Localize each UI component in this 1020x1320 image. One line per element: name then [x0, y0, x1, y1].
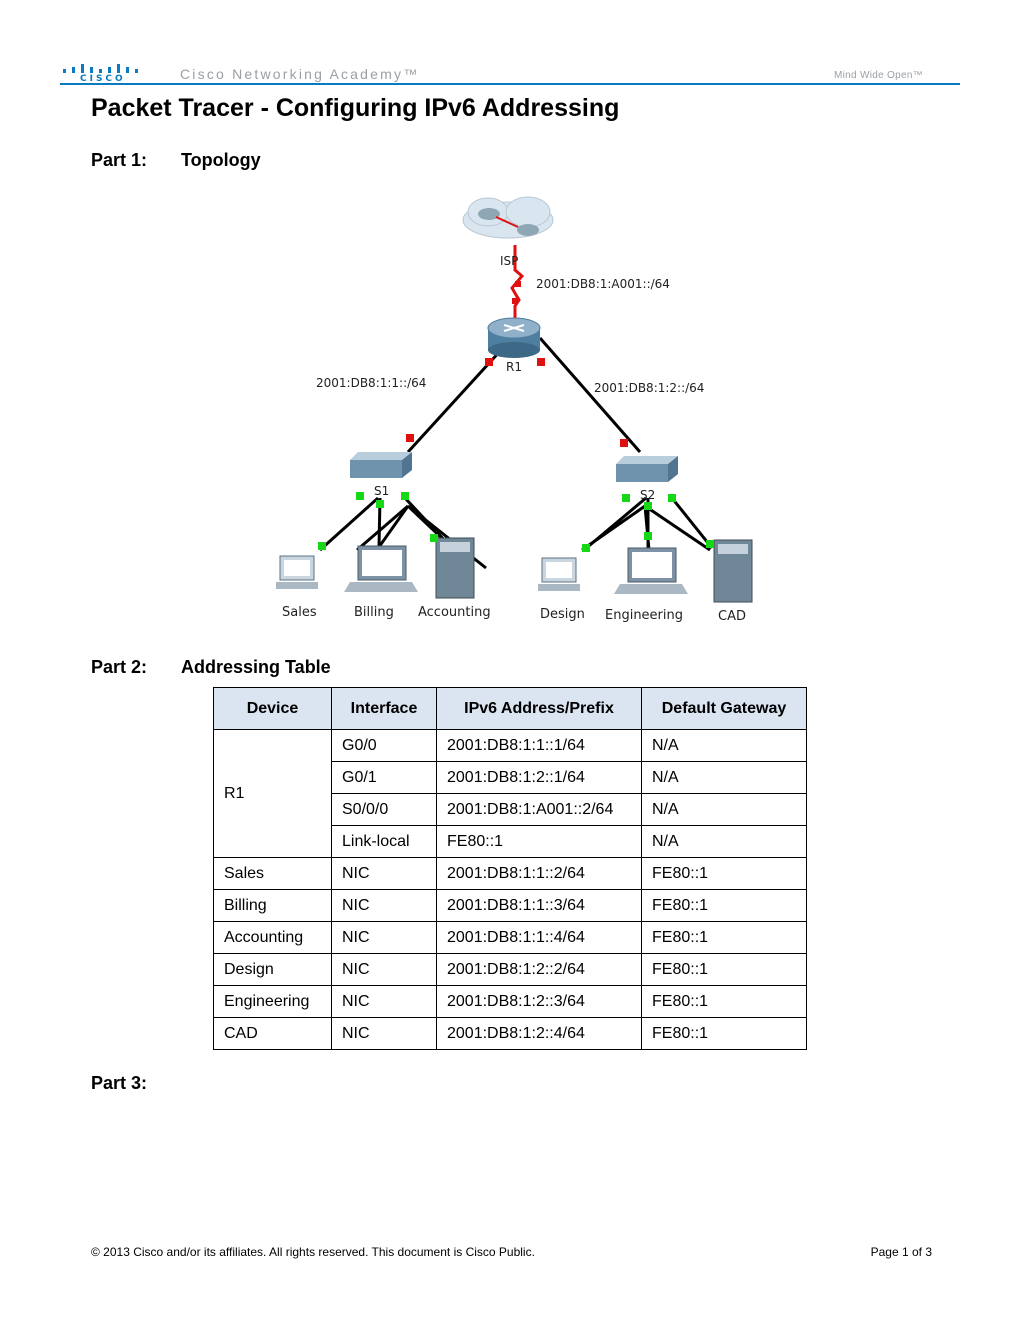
table-row: Link-local FE80::1 N/A [214, 825, 807, 858]
device-cell: Billing [213, 889, 332, 922]
table-row: Billing NIC 2001:DB8:1:1::3/64 FE80::1 [213, 889, 807, 922]
copyright-notice: © 2013 Cisco and/or its affiliates. All … [91, 1245, 535, 1259]
table-row: G0/1 2001:DB8:1:2::1/64 N/A [214, 761, 807, 794]
host-label: CAD [718, 609, 746, 624]
table-row: CAD NIC 2001:DB8:1:2::4/64 FE80::1 [213, 1017, 807, 1050]
table-row: Accounting NIC 2001:DB8:1:1::4/64 FE80::… [213, 921, 807, 954]
device-cell: Accounting [213, 921, 332, 954]
addressing-table: Device Interface IPv6 Address/Prefix Def… [213, 687, 807, 1050]
column-header: Device [213, 687, 332, 730]
part-label: Topology [181, 150, 261, 170]
host-label: Billing [354, 605, 394, 620]
address-cell: 2001:DB8:1:2::1/64 [436, 761, 642, 794]
lan-cables [318, 496, 714, 552]
interface-cell: NIC [331, 921, 437, 954]
interface-cell: NIC [331, 1017, 437, 1050]
pc-sales-icon [276, 555, 318, 589]
table-header-row: Device Interface IPv6 Address/Prefix Def… [213, 687, 807, 730]
switch2-label: S2 [640, 488, 655, 502]
switch-s2-icon [616, 456, 678, 482]
gateway-cell: FE80::1 [641, 857, 807, 890]
gateway-cell: FE80::1 [641, 1017, 807, 1050]
svg-text:CISCO: CISCO [80, 74, 126, 82]
gateway-cell: FE80::1 [641, 953, 807, 986]
interface-cell: Link-local [331, 825, 437, 858]
part-number: Part 2: [91, 657, 148, 677]
address-cell: FE80::1 [436, 825, 642, 858]
switch1-label: S1 [374, 484, 389, 498]
link-down-indicators [406, 281, 628, 447]
address-cell: 2001:DB8:1:2::2/64 [436, 953, 642, 986]
host-label: Engineering [605, 608, 683, 623]
pc-design-icon [538, 557, 580, 591]
host-label: Design [540, 607, 585, 622]
brand-name: Cisco Networking Academy™ [180, 66, 420, 82]
router-r1-icon [487, 317, 541, 358]
gateway-cell: FE80::1 [641, 985, 807, 1018]
device-cell: Engineering [213, 985, 332, 1018]
gateway-cell: N/A [641, 729, 807, 762]
laptop-billing-icon [344, 545, 418, 592]
address-cell: 2001:DB8:1:2::4/64 [436, 1017, 642, 1050]
device-cell: Sales [213, 857, 332, 890]
part-number: Part 1: [91, 150, 148, 170]
address-cell: 2001:DB8:1:1::4/64 [436, 921, 642, 954]
isp-label: ISP [500, 254, 518, 268]
lan2-net-label: 2001:DB8:1:2::/64 [594, 381, 704, 395]
router-label: R1 [506, 360, 522, 374]
cisco-bridge-icon: CISCO [63, 64, 138, 84]
tagline: Mind Wide Open™ [834, 70, 923, 81]
address-cell: 2001:DB8:1:2::3/64 [436, 985, 642, 1018]
gateway-cell: N/A [641, 761, 807, 794]
interface-cell: G0/1 [331, 761, 437, 794]
device-cell: Design [213, 953, 332, 986]
laptop-engineering-icon [614, 547, 688, 594]
address-cell: 2001:DB8:1:1::1/64 [436, 729, 642, 762]
table-row: R1 G0/0 2001:DB8:1:1::1/64 N/A [213, 729, 807, 858]
column-header: Interface [331, 687, 437, 730]
link-up-indicators [318, 492, 714, 552]
page-title: Packet Tracer - Configuring IPv6 Address… [91, 94, 620, 122]
device-cell: R1 [213, 729, 332, 858]
serial-net-label: 2001:DB8:1:A001::/64 [536, 277, 670, 291]
host-label: Accounting [418, 605, 491, 620]
interface-cell: NIC [331, 985, 437, 1018]
table-row: Engineering NIC 2001:DB8:1:2::3/64 FE80:… [213, 985, 807, 1018]
table-row: Design NIC 2001:DB8:1:2::2/64 FE80::1 [213, 953, 807, 986]
host-label: Sales [282, 605, 317, 620]
gateway-cell: FE80::1 [641, 921, 807, 954]
lan1-net-label: 2001:DB8:1:1::/64 [316, 376, 426, 390]
interface-cell: G0/0 [331, 729, 437, 762]
interface-cell: NIC [331, 953, 437, 986]
column-header: IPv6 Address/Prefix [436, 687, 642, 730]
switch-s1-icon [350, 452, 412, 478]
part-2-heading: Part 2: Addressing Table [91, 657, 331, 678]
interface-cell: NIC [331, 889, 437, 922]
column-header: Default Gateway [641, 687, 807, 730]
interface-cell: NIC [331, 857, 437, 890]
part-number: Part 3: [91, 1073, 148, 1093]
address-cell: 2001:DB8:1:1::2/64 [436, 857, 642, 890]
isp-cloud-icon [462, 196, 554, 239]
topology-diagram: ISP 2001:DB8:1:A001::/64 R1 2001:DB8:1:1… [276, 196, 753, 624]
address-cell: 2001:DB8:1:A001::2/64 [436, 793, 642, 826]
part-label: Addressing Table [181, 657, 331, 677]
gateway-cell: N/A [641, 825, 807, 858]
header-rule [60, 83, 960, 85]
device-cell: CAD [213, 1017, 332, 1050]
cisco-logo: CISCO [60, 62, 160, 87]
interface-cell: S0/0/0 [331, 793, 437, 826]
address-cell: 2001:DB8:1:1::3/64 [436, 889, 642, 922]
server-accounting-icon [435, 537, 475, 599]
table-row: Sales NIC 2001:DB8:1:1::2/64 FE80::1 [213, 857, 807, 890]
page-number: Page 1 of 3 [870, 1245, 932, 1259]
part-1-heading: Part 1: Topology [91, 150, 261, 171]
server-cad-icon [713, 539, 753, 603]
part-3-heading: Part 3: [91, 1073, 181, 1094]
gateway-cell: N/A [641, 793, 807, 826]
table-row: S0/0/0 2001:DB8:1:A001::2/64 N/A [214, 793, 807, 826]
serial-link [510, 245, 525, 318]
gateway-cell: FE80::1 [641, 889, 807, 922]
